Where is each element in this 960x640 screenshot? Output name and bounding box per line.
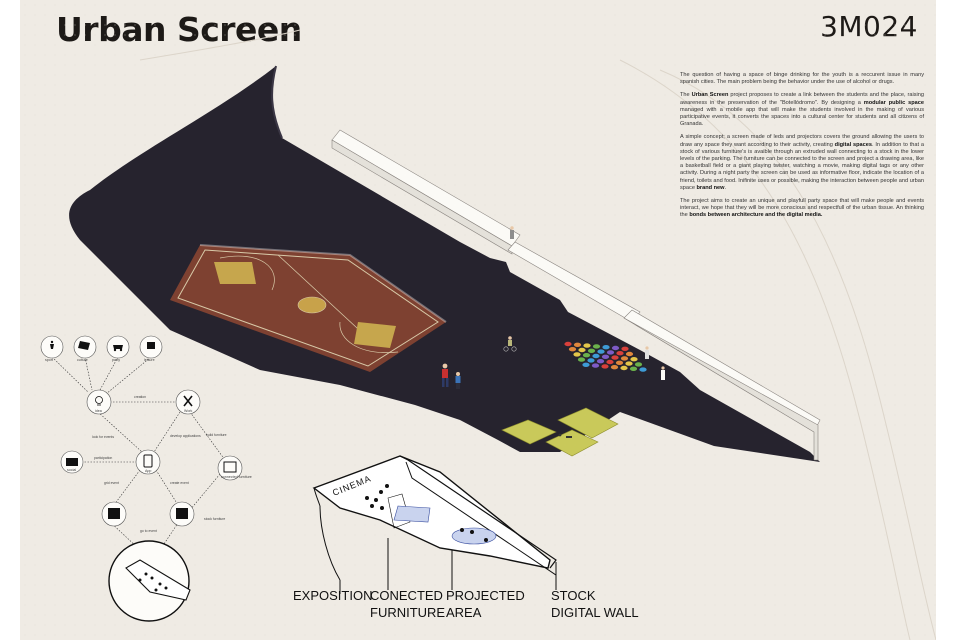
twister-dot: [620, 365, 628, 371]
twister-dot: [602, 345, 610, 350]
twister-dot: [629, 366, 638, 371]
description-text: managed with a mobile app that will make…: [680, 106, 924, 128]
work-label: Work: [184, 409, 193, 413]
twister-dot: [597, 349, 605, 354]
flow-diagram: sport culture party leisure idea Work Ap…: [40, 335, 252, 622]
sport-label: sport: [45, 358, 53, 362]
twister-dot: [568, 347, 577, 352]
connected-furniture-label-2: FURNITURE: [370, 605, 446, 620]
digital-wall: [331, 129, 821, 461]
description-highlight: digital spaces: [834, 141, 872, 148]
twister-dot: [616, 351, 624, 356]
culture-label: culture: [77, 358, 88, 362]
description-text: The question of having a space of binge …: [680, 72, 924, 86]
creation-arrow-label: creation: [134, 395, 146, 399]
twister-dot: [625, 361, 633, 366]
description-paragraph: The question of having a space of binge …: [680, 72, 924, 86]
connected-furniture-label-1: CONECTED: [370, 588, 443, 603]
app-label: App: [145, 469, 151, 473]
stock-arrow-label: stock furniture: [204, 517, 225, 521]
stock-wall-label-1: STOCK: [551, 588, 596, 603]
twister-dot: [578, 347, 586, 353]
description-text: A simple concept; a screen made of leds …: [680, 134, 924, 148]
exposition-label: EXPOSITION: [293, 588, 373, 603]
description-text: The: [680, 92, 692, 99]
description-text: .: [724, 184, 727, 191]
twister-dot: [573, 352, 581, 357]
description-highlight: brand new: [696, 184, 725, 191]
develop-arrow-label: develop applications: [170, 434, 201, 438]
twister-dot: [587, 348, 596, 353]
basketball-court: [170, 244, 447, 372]
twister-dot: [601, 364, 609, 369]
twister-dot: [620, 356, 629, 361]
idea-icon: [86, 389, 112, 415]
description-highlight: modular public space: [863, 99, 924, 106]
project-description: The question of having a space of binge …: [680, 72, 924, 226]
twister-dot: [577, 357, 586, 362]
twister-dot: [625, 351, 634, 357]
social-label: social: [67, 468, 76, 472]
party-label: party: [112, 358, 120, 362]
grid-event-arrow-label: grid event: [104, 481, 119, 485]
twister-dot: [582, 362, 590, 367]
description-paragraph: The Urban Screen project proposes to cre…: [680, 92, 924, 128]
project-axonometric: CINEMA: [312, 455, 557, 594]
twister-dot: [630, 357, 638, 362]
app-icon: [135, 449, 161, 475]
description-text: . In addition to that a stock of various…: [680, 141, 925, 191]
create-event-arrow-label: create event: [170, 481, 189, 485]
stock-wall-label-2: DIGITAL WALL: [551, 605, 639, 620]
leisure-label: leisure: [144, 358, 155, 362]
twister-dot: [621, 346, 629, 351]
urban-screen-illustration: CINEMA: [20, 0, 936, 640]
idea-label: idea: [95, 409, 102, 413]
people: [442, 226, 665, 438]
participation-arrow-label: participation: [94, 456, 112, 460]
twister-dot: [596, 359, 605, 364]
description-paragraph: A simple concept; a screen made of leds …: [680, 134, 924, 192]
twister-dot: [611, 345, 620, 351]
twister-dot: [611, 355, 619, 360]
twister-dot: [606, 350, 615, 355]
twister-dot: [592, 353, 600, 359]
twister-dot: [606, 359, 614, 365]
twister-dot: [615, 360, 624, 365]
go-arrow-label: go to event: [140, 529, 157, 533]
ground-edge: [271, 65, 283, 139]
board: Urban Screen 3M024: [20, 0, 936, 640]
projected-panels: [501, 407, 619, 457]
twister-dot: [639, 367, 647, 372]
description-paragraph: The project aims to create an unique and…: [680, 198, 924, 220]
twister-dot: [601, 354, 610, 359]
twister-dot: [583, 343, 591, 348]
twister-dot: [582, 353, 591, 358]
twister-dot: [634, 362, 643, 367]
build-arrow-label: build furniture: [206, 433, 227, 437]
projected-area-label-2: AREA: [446, 605, 482, 620]
look-arrow-label: look for events: [92, 435, 114, 439]
projected-area-label-1: PROJECTED: [446, 588, 525, 603]
twister-dot: [610, 365, 619, 370]
description-text: project proposes to create a link betwee…: [680, 92, 924, 106]
twister-dots-grid: [564, 341, 647, 372]
description-highlight: Urban Screen: [691, 92, 729, 99]
twister-dot: [573, 342, 582, 347]
twister-dot: [587, 358, 595, 363]
background-contours: [139, 29, 936, 640]
twister-dot: [591, 363, 600, 368]
twister-dot: [592, 344, 601, 349]
description-text: The project aims to create an unique and…: [680, 198, 924, 219]
furniture-label: connected furniture: [221, 475, 252, 479]
twister-dot: [564, 341, 572, 347]
description-highlight: bonds between architecture and the digit…: [689, 212, 823, 219]
